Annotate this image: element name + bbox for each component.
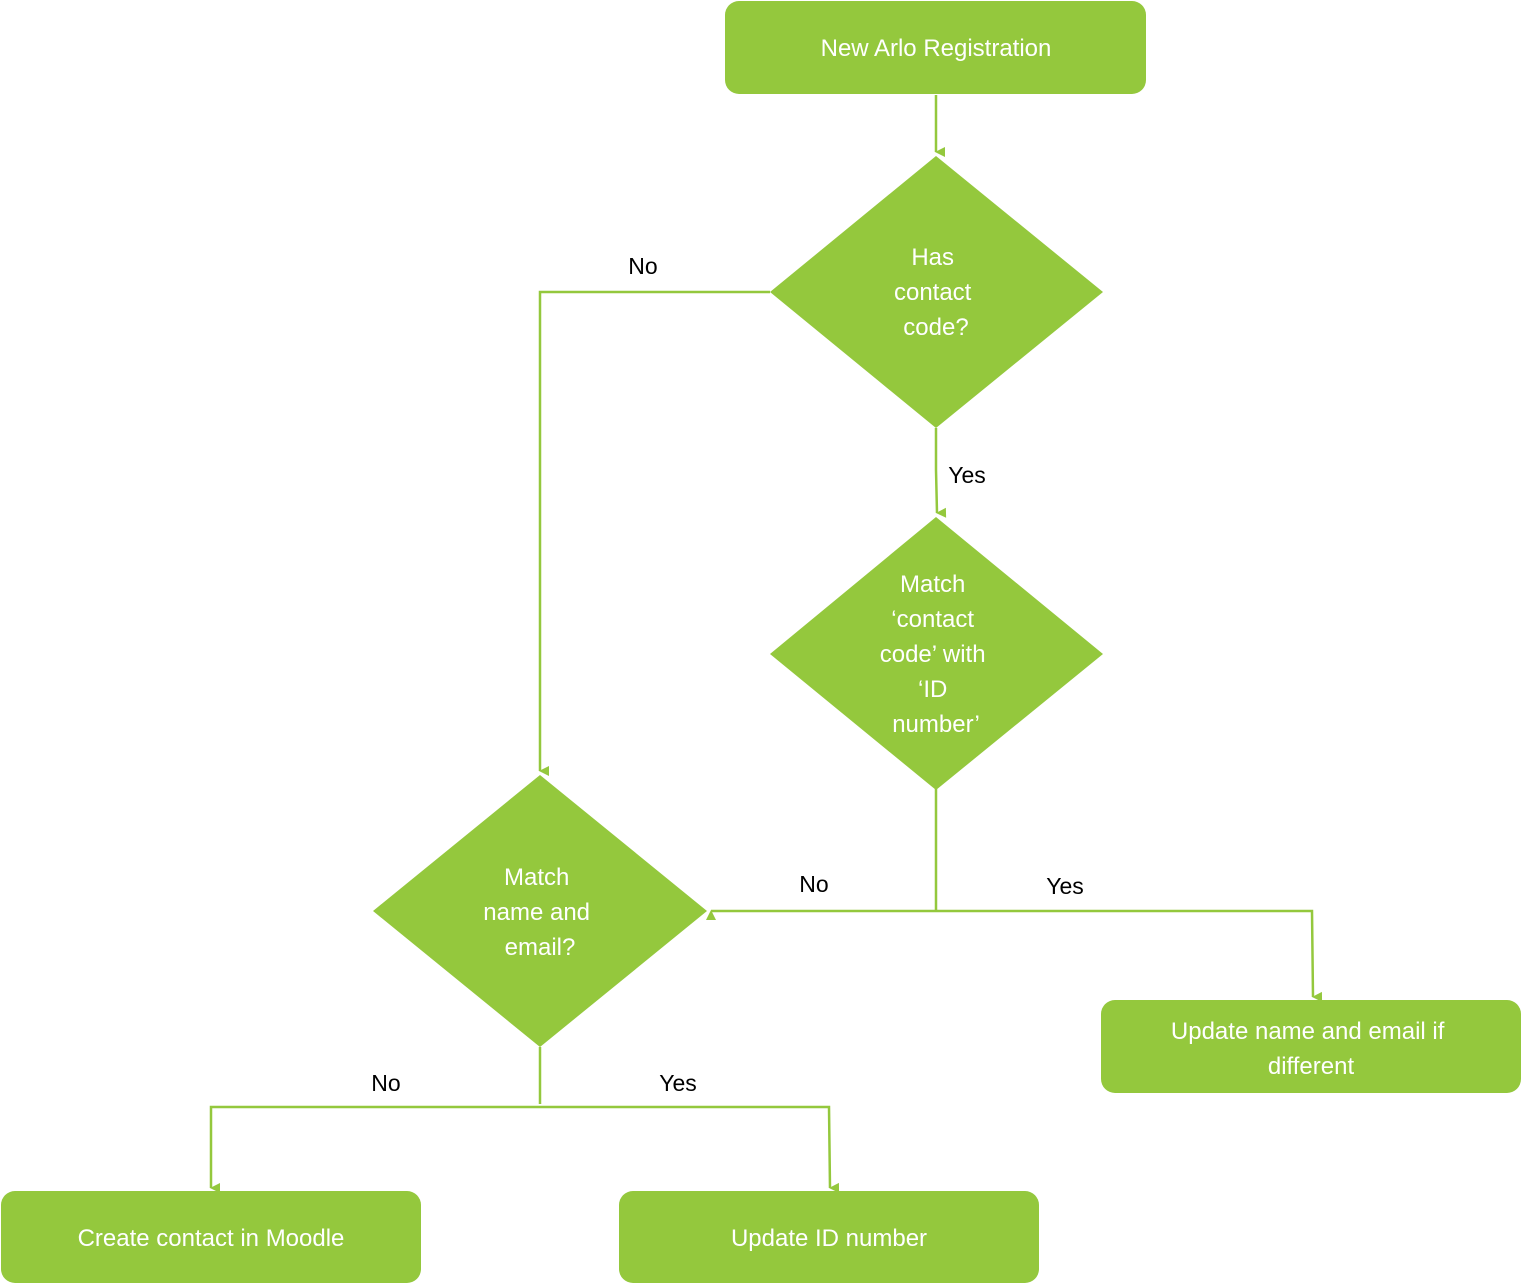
update-name-email-box bbox=[1101, 1000, 1521, 1093]
has-contact-code-line: code? bbox=[903, 314, 968, 341]
update-name-email-line: different bbox=[1268, 1053, 1355, 1080]
node-match-contact-code: Match ‘contact code’ with ‘ID number’ bbox=[770, 517, 1103, 790]
node-update-name-email: Update name and email if different bbox=[1101, 1000, 1521, 1093]
start-label-line: New Arlo Registration bbox=[821, 35, 1052, 62]
match-name-email-line: email? bbox=[505, 934, 576, 961]
match-contact-code-line: number’ bbox=[892, 711, 980, 738]
match-name-email-line: name and bbox=[483, 899, 590, 926]
edge-has-contact-code-no bbox=[538, 290, 770, 776]
match-name-email-line: Match bbox=[504, 864, 569, 891]
match-contact-code-label: Match ‘contact code’ with ‘ID number’ bbox=[880, 571, 993, 738]
node-match-name-email: Match name and email? bbox=[373, 775, 707, 1047]
match-name-email-diamond bbox=[373, 775, 707, 1047]
node-create-contact: Create contact in Moodle bbox=[1, 1191, 421, 1283]
update-id-label: Update ID number bbox=[731, 1225, 927, 1252]
connectors bbox=[209, 95, 1323, 1193]
create-contact-line: Create contact in Moodle bbox=[78, 1225, 345, 1252]
edge-label-has-contact-code-no: No bbox=[628, 253, 657, 279]
start-label: New Arlo Registration bbox=[821, 35, 1052, 62]
update-id-box bbox=[619, 1191, 1039, 1283]
edge-label-match-contact-code-yes: Yes bbox=[1046, 873, 1084, 899]
match-contact-code-line: ‘contact bbox=[891, 606, 974, 633]
start-box bbox=[725, 1, 1146, 94]
match-contact-code-line: code’ with bbox=[880, 641, 986, 668]
edge-label-match-name-email-yes: Yes bbox=[659, 1070, 697, 1096]
edge-match-name-email-no bbox=[209, 1105, 540, 1193]
has-contact-code-line: contact bbox=[894, 279, 972, 306]
edge-has-contact-code-yes bbox=[934, 428, 947, 518]
node-update-id: Update ID number bbox=[619, 1191, 1039, 1283]
update-name-email-line: Update name and email if bbox=[1171, 1018, 1445, 1045]
match-contact-code-line: ‘ID bbox=[918, 676, 947, 703]
edge-match-contact-code-yes bbox=[936, 909, 1323, 1002]
match-name-email-label: Match name and email? bbox=[483, 864, 596, 961]
create-contact-label: Create contact in Moodle bbox=[78, 1225, 345, 1252]
edge-label-match-contact-code-no: No bbox=[799, 871, 828, 897]
node-has-contact-code: Has contact code? bbox=[770, 156, 1103, 428]
has-contact-code-label: Has contact code? bbox=[894, 244, 978, 341]
match-contact-code-diamond bbox=[770, 517, 1103, 790]
create-contact-box bbox=[1, 1191, 421, 1283]
match-contact-code-line: Match bbox=[900, 571, 965, 598]
edge-match-name-email-yes bbox=[540, 1105, 840, 1193]
has-contact-code-diamond bbox=[770, 156, 1103, 428]
edge-label-match-name-email-no: No bbox=[371, 1070, 400, 1096]
node-start: New Arlo Registration bbox=[725, 1, 1146, 94]
has-contact-code-line: Has bbox=[911, 244, 954, 271]
edge-label-has-contact-code-yes: Yes bbox=[948, 462, 986, 488]
update-id-line: Update ID number bbox=[731, 1225, 927, 1252]
edge-labels: No Yes No Yes No Yes bbox=[371, 253, 1083, 1096]
update-name-email-label: Update name and email if different bbox=[1171, 1018, 1451, 1080]
